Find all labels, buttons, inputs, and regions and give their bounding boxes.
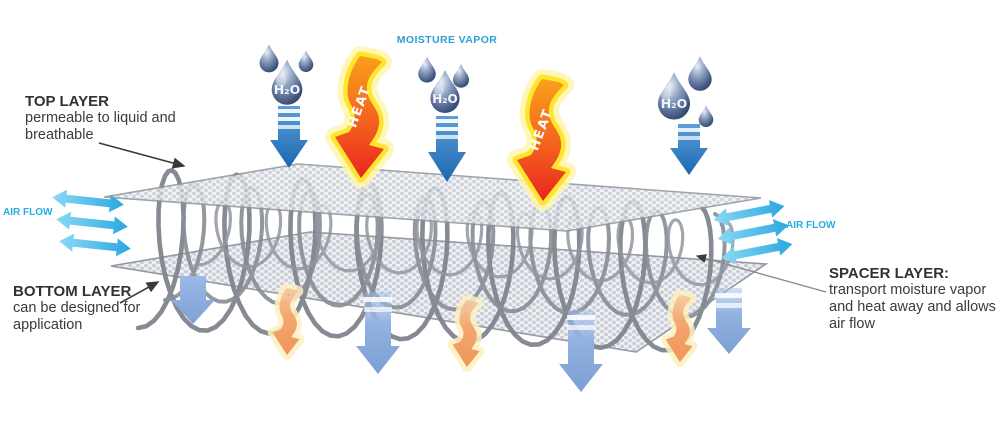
bottom-arrow-2 [356,292,400,374]
spacer-layer-line: and heat away and allows [829,299,996,315]
top-layer-line: permeable to liquid and [25,110,176,126]
moisture-arrow-right [670,124,708,175]
spacer-layer-line: air flow [829,316,875,332]
spacer-layer-annotation: SPACER LAYER: transport moisture vapor a… [829,265,1000,333]
moisture-droplets-left: H₂O [259,44,314,105]
h2o-label: H₂O [274,82,301,97]
heat-arrow-left: HEAT [335,56,384,178]
escaping-heat-arrow-2 [453,300,480,367]
bottom-layer-annotation: BOTTOM LAYER can be designed for applica… [13,283,213,334]
moisture-droplets-center: H₂O [418,56,470,114]
spacer-coil [196,199,735,287]
bottom-flow-arrows [171,276,751,392]
top-layer-annotation: TOP LAYER permeable to liquid and breath… [25,93,225,144]
escaping-heat-arrow-1 [273,288,300,355]
top-layer-heading: TOP LAYER [25,93,109,110]
bottom-layer-line: application [13,317,83,333]
moisture-arrow-center [428,116,466,182]
air-flow-left-label: AIR FLOW [3,207,53,218]
bottom-layer-heading: BOTTOM LAYER [13,283,132,300]
bottom-arrow-3 [559,310,603,392]
air-flow-right-label: AIR FLOW [786,220,836,231]
top-layer-mesh [103,163,762,232]
bottom-arrow-1 [171,276,215,324]
bottom-layer-pointer [119,281,160,304]
bottom-arrow-4 [707,288,751,354]
bottom-layer-line: can be designed for [13,300,141,316]
heat-arrow-right: HEAT [517,79,566,201]
spacer-layer-heading: SPACER LAYER: [829,265,950,282]
pointer-lines [98,142,827,304]
top-layer-pointer [98,142,186,169]
h2o-label: H₂O [661,96,688,111]
moisture-droplets-right: H₂O [657,56,714,128]
moisture-vapor-label: MOISTURE VAPOR [396,34,498,46]
spacer-layer-line: transport moisture vapor [829,282,987,298]
spacer-layer-pointer [695,254,827,293]
moisture-arrow-left [270,106,308,168]
top-layer-line: breathable [25,127,94,143]
h2o-label: H₂O [432,92,458,106]
